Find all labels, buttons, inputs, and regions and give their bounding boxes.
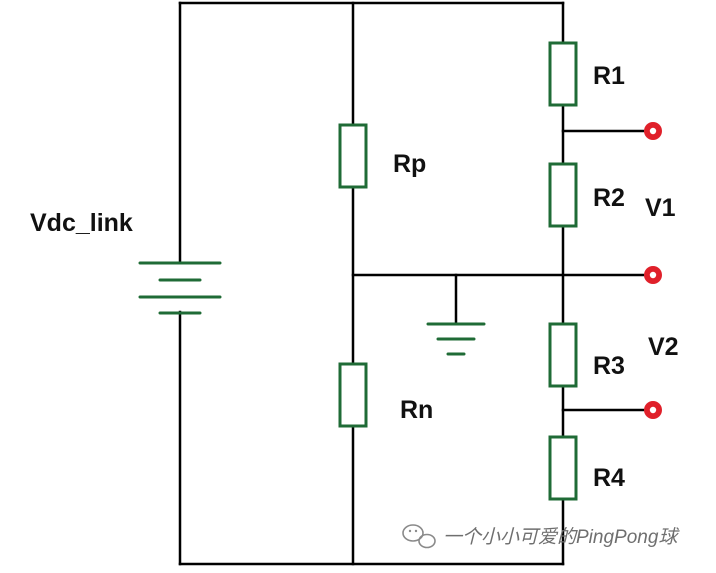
- label-vdc-link: Vdc_link: [30, 209, 133, 237]
- label-r3: R3: [593, 352, 625, 380]
- labels: Vdc_link Rp Rn R1 R2 R3 R4 V1 V2: [30, 62, 679, 492]
- resistor-r3: [548, 322, 578, 388]
- label-r4: R4: [593, 464, 625, 492]
- label-r2: R2: [593, 184, 625, 212]
- resistor-rp: [338, 123, 368, 189]
- resistor-r4: [548, 435, 578, 501]
- dc-source-symbol: [138, 261, 222, 315]
- ground-symbol: [426, 322, 486, 356]
- resistors: [338, 41, 578, 501]
- terminals: [644, 122, 662, 419]
- label-r1: R1: [593, 62, 625, 90]
- chat-bubble-icon: [402, 524, 436, 549]
- terminal-midpoint: [644, 266, 662, 284]
- label-rp: Rp: [393, 150, 426, 178]
- watermark-text: 一个小小可爱的PingPong球: [443, 526, 680, 548]
- terminal-v1-plus: [644, 122, 662, 140]
- label-v2: V2: [648, 333, 679, 361]
- resistor-rn: [338, 362, 368, 428]
- watermark: 一个小小可爱的PingPong球: [402, 524, 680, 549]
- resistor-r2: [548, 162, 578, 228]
- terminal-v2-minus: [644, 401, 662, 419]
- resistor-r1: [548, 41, 578, 107]
- label-rn: Rn: [400, 396, 433, 424]
- label-v1: V1: [645, 194, 676, 222]
